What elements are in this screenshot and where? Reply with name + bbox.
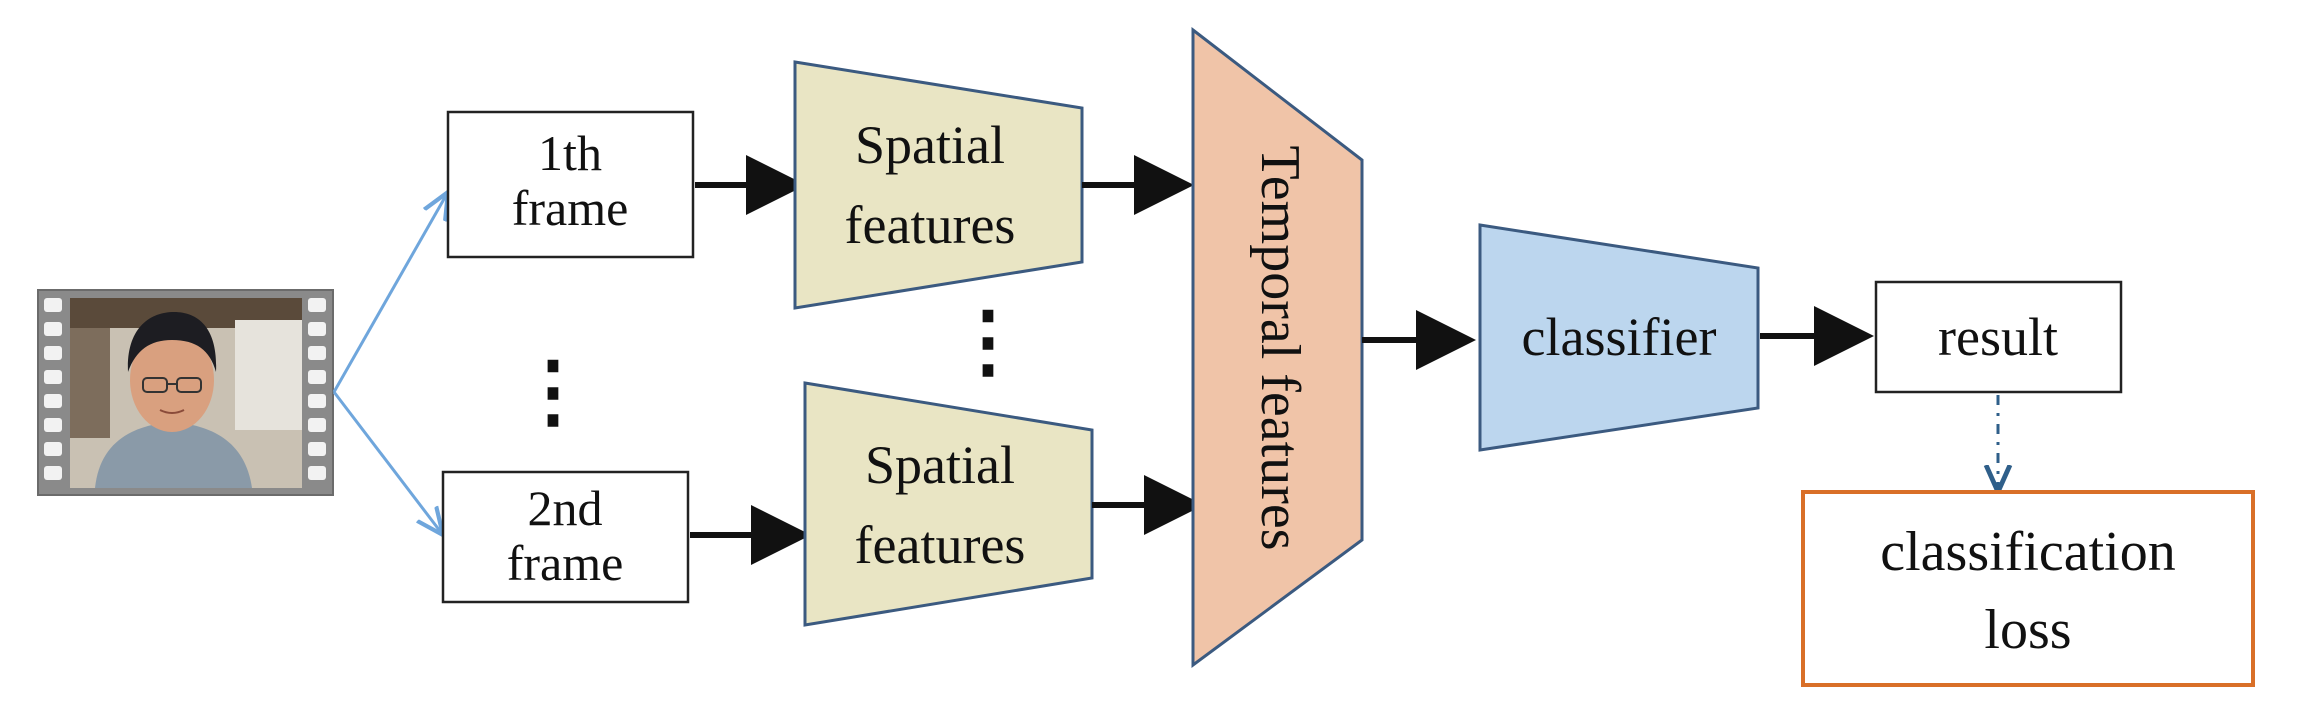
spatial-features-top-line1: Spatial	[855, 115, 1005, 175]
spatial-features-bottom: Spatial features	[803, 381, 1094, 627]
video-clip-icon	[37, 289, 334, 496]
classification-loss-box: classification loss	[1801, 490, 2255, 687]
classifier: classifier	[1478, 223, 1760, 452]
temporal-features: Temporal features	[1191, 26, 1364, 668]
classification-loss-line1: classification	[1880, 521, 2175, 583]
first-frame-label-line2: frame	[512, 180, 629, 236]
frames-ellipsis: ⋮	[513, 348, 593, 436]
classification-loss-line2: loss	[1984, 599, 2071, 661]
split-arrow-bottom	[332, 391, 443, 535]
classifier-label: classifier	[1522, 307, 1717, 367]
spatial-features-top: Spatial features	[793, 60, 1084, 310]
video-frame-picture	[70, 298, 302, 488]
second-frame-box: 2nd frame	[441, 470, 690, 604]
spatial-features-bottom-line2: features	[855, 515, 1026, 575]
first-frame-label-line1: 1th	[538, 125, 602, 181]
second-frame-label-line1: 2nd	[528, 480, 603, 536]
spatial-features-bottom-line1: Spatial	[865, 435, 1015, 495]
split-arrow-top	[332, 192, 448, 393]
second-frame-label-line2: frame	[507, 535, 624, 591]
spatial-ellipsis: ⋮	[948, 298, 1028, 386]
first-frame-box: 1th frame	[446, 110, 695, 259]
result-box: result	[1874, 280, 2123, 394]
result-label: result	[1938, 307, 2058, 367]
spatial-features-top-line2: features	[845, 195, 1016, 255]
temporal-features-label: Temporal features	[1249, 146, 1311, 551]
